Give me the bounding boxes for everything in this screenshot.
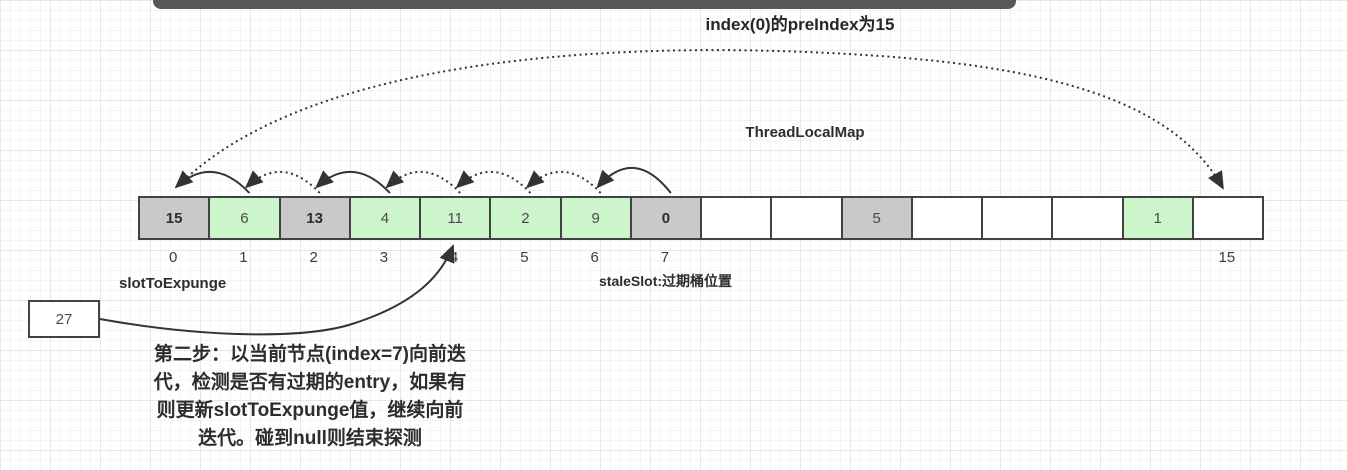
array-cell-6: 9 (559, 196, 632, 240)
step-note-line: 迭代。碰到null则结束探测 (198, 428, 422, 449)
array-cell-10: 5 (840, 196, 913, 240)
arc-5-to-4 (455, 170, 532, 194)
index-label-0: 0 (168, 249, 178, 266)
array-cell-9 (770, 196, 843, 240)
index-label-3: 3 (379, 249, 389, 266)
slot-to-expunge-label: slotToExpunge (119, 275, 227, 292)
array-cell-14: 1 (1121, 196, 1194, 240)
index-label-2: 2 (309, 249, 318, 266)
step-note: 第二步：以当前节点(index=7)向前迭 代，检测是否有过期的entry，如果… (113, 341, 507, 453)
arc-2-to-1 (244, 170, 321, 194)
diagram-title: index(0)的preIndex为15 (705, 15, 895, 34)
index-label-6: 6 (590, 249, 599, 266)
array-cell-15 (1191, 196, 1264, 240)
threadlocalmap-label: ThreadLocalMap (745, 124, 865, 141)
step-note-line: 则更新slotToExpunge值，继续向前 (156, 400, 464, 421)
collapsed-title-bar (153, 0, 1016, 9)
index-label-1: 1 (239, 249, 248, 266)
index-label-15: 15 (1218, 249, 1236, 266)
index-label-5: 5 (520, 249, 529, 266)
arc-4-to-3 (385, 170, 461, 194)
array-cell-5: 2 (489, 196, 562, 240)
step-note-line: 代，检测是否有过期的entry，如果有 (153, 372, 467, 393)
array-cell-7: 0 (629, 196, 702, 240)
array-cell-8 (700, 196, 773, 240)
array-cell-0: 15 (138, 196, 211, 240)
array-cell-2: 13 (278, 196, 351, 240)
array-cell-11 (910, 196, 983, 240)
arc-6-to-5 (525, 170, 602, 194)
step-note-line: 第二步：以当前节点(index=7)向前迭 (154, 344, 466, 365)
arc-3-to-2 (315, 170, 391, 194)
index-label-4: 4 (449, 249, 459, 266)
arc-7-to-6 (596, 166, 672, 194)
pointer-value-box: 27 (28, 300, 100, 338)
wrap-arc-0-to-15 (178, 49, 1224, 190)
arc-1-to-0 (174, 170, 251, 194)
index-label-7: 7 (660, 249, 670, 266)
array-cell-1: 6 (208, 196, 281, 240)
array-cell-12 (981, 196, 1054, 240)
array-cell-3: 4 (348, 196, 421, 240)
array-cell-13 (1051, 196, 1124, 240)
stale-slot-label: staleSlot:过期桶位置 (599, 273, 733, 289)
array-cell-4: 11 (419, 196, 492, 240)
